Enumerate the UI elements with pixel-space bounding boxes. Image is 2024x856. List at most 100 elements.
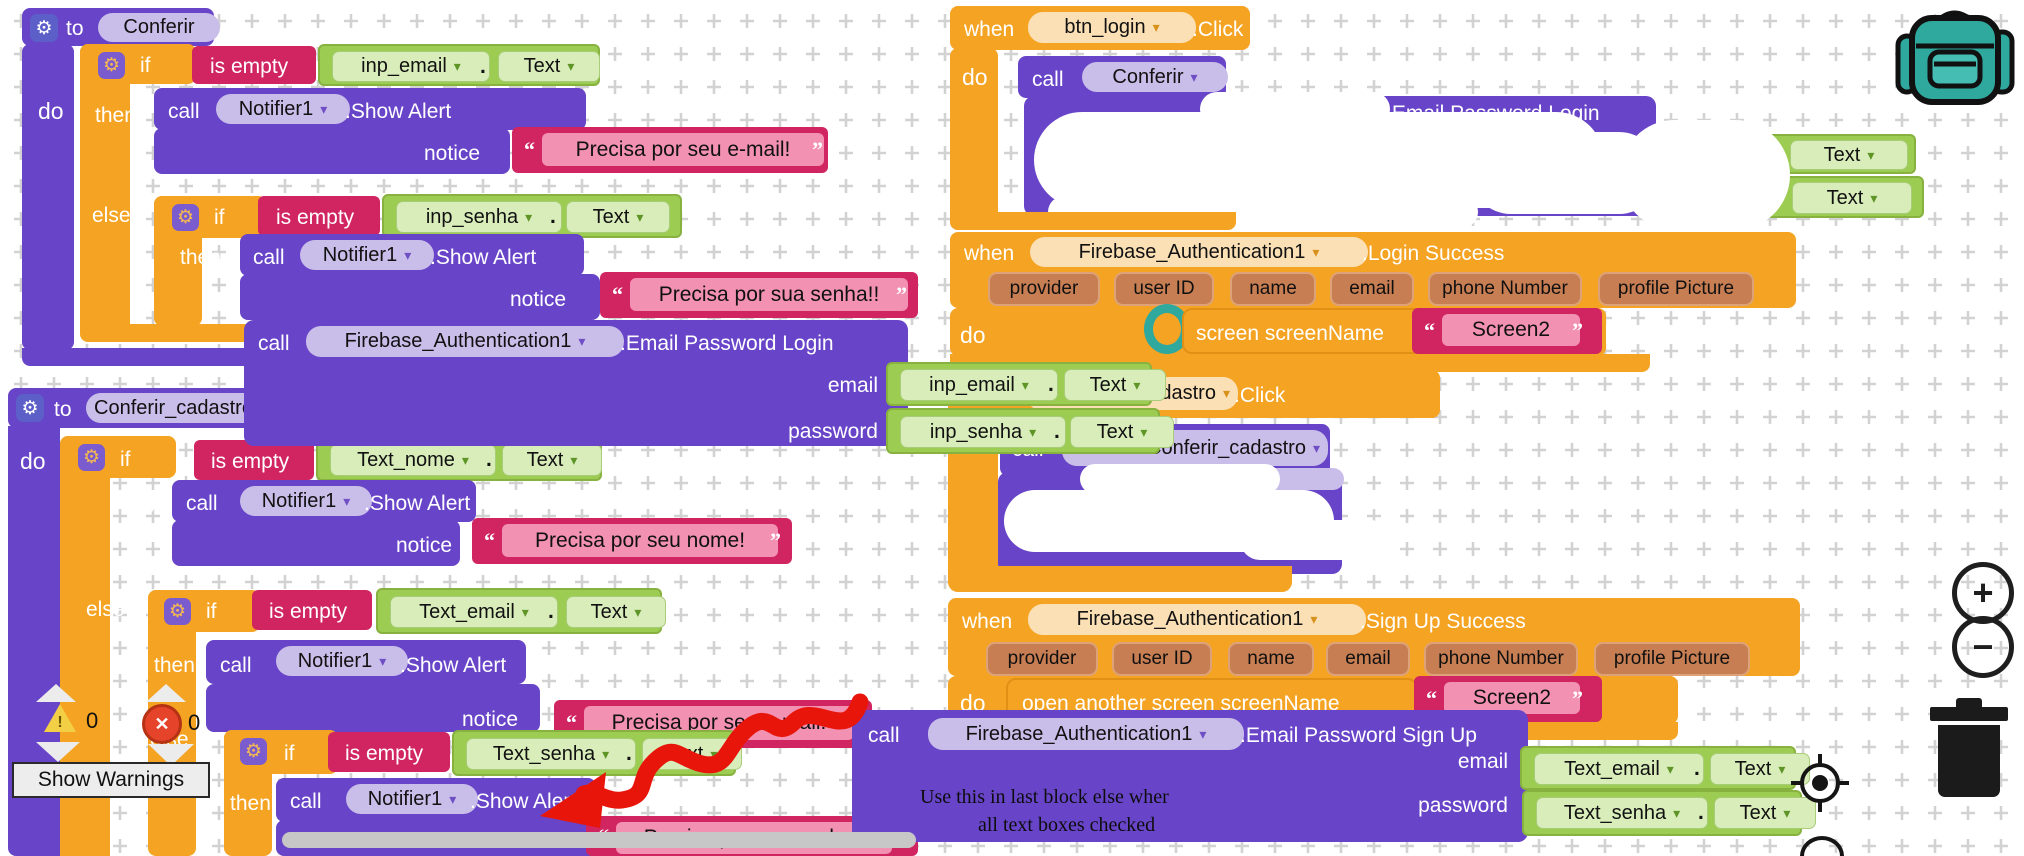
- notifier-dropdown[interactable]: Notifier1: [276, 646, 408, 676]
- firebase-dropdown[interactable]: Firebase_Authentication1: [1028, 604, 1366, 635]
- is-empty-block[interactable]: is empty: [252, 590, 372, 630]
- gear-icon[interactable]: [30, 14, 58, 42]
- string-field[interactable]: Precisa por sua senha!!: [630, 278, 908, 311]
- is-empty-block[interactable]: is empty: [192, 46, 316, 84]
- property-dropdown[interactable]: Text: [502, 444, 602, 476]
- mutator-gear-icon[interactable]: [78, 444, 105, 471]
- then-label: then: [95, 104, 136, 127]
- to-label: to: [66, 17, 84, 40]
- proc-name-field[interactable]: Conferir: [98, 13, 220, 42]
- white-scribble: [1200, 92, 1390, 126]
- component-dropdown[interactable]: Text_email: [390, 596, 558, 628]
- notifier-dropdown[interactable]: Notifier1: [300, 240, 434, 270]
- param-phone-number[interactable]: phone Number: [1428, 272, 1582, 306]
- property-dropdown[interactable]: Text: [498, 51, 600, 82]
- param-phone-number[interactable]: phone Number: [1424, 642, 1578, 676]
- then-label: then: [154, 654, 195, 677]
- dot-separator: [1698, 801, 1704, 825]
- component-dropdown[interactable]: Text_nome: [330, 444, 496, 476]
- mutator-gear-icon[interactable]: [98, 52, 125, 79]
- target-tick-right: [1839, 781, 1849, 785]
- component-dropdown[interactable]: inp_email: [900, 369, 1058, 401]
- mutator-gear-icon[interactable]: [164, 598, 191, 625]
- do-label: do: [38, 98, 64, 124]
- string-field[interactable]: Screen2: [1442, 314, 1580, 346]
- property-dropdown[interactable]: Text: [1792, 182, 1912, 214]
- trash-icon[interactable]: [1930, 707, 2008, 721]
- component-dropdown[interactable]: Text_senha: [466, 738, 636, 770]
- call-notifier-body[interactable]: [206, 684, 540, 732]
- zoom-out-button[interactable]: −: [1952, 616, 2014, 678]
- proc-conferir-spine[interactable]: [22, 44, 74, 350]
- string-field[interactable]: Precisa por seu e-mail!: [542, 133, 824, 166]
- component-dropdown[interactable]: Text_email: [1534, 753, 1704, 785]
- center-target-icon[interactable]: [1800, 763, 1840, 803]
- param-profile-picture[interactable]: profile Picture: [1598, 272, 1754, 306]
- when-label: when: [964, 242, 1015, 265]
- is-empty-label: is empty: [269, 600, 348, 623]
- zoom-in-button[interactable]: +: [1952, 562, 2014, 624]
- property-dropdown[interactable]: Text: [1064, 369, 1166, 401]
- param-email[interactable]: email: [1330, 272, 1414, 306]
- property-dropdown[interactable]: Text: [642, 738, 742, 770]
- component-dropdown[interactable]: inp_senha: [900, 416, 1066, 448]
- property-dropdown[interactable]: Text: [1790, 140, 1908, 170]
- param-profile-picture[interactable]: profile Picture: [1594, 642, 1750, 676]
- conferir-dropdown[interactable]: Conferir: [1082, 62, 1228, 92]
- close-quote: ”: [1572, 686, 1583, 711]
- notifier-dropdown[interactable]: Notifier1: [216, 94, 350, 124]
- call-notifier-body[interactable]: [172, 520, 460, 566]
- param-email[interactable]: email: [1326, 642, 1410, 676]
- firebase-dropdown[interactable]: Firebase_Authentication1: [306, 326, 624, 357]
- param-name[interactable]: name: [1230, 272, 1316, 306]
- when-btn-login-spine[interactable]: [950, 48, 998, 230]
- property-dropdown[interactable]: Text: [1714, 797, 1816, 829]
- horizontal-scrollbar[interactable]: [282, 832, 916, 848]
- gear-icon[interactable]: [16, 394, 44, 422]
- when-btn-login-bottom[interactable]: [950, 212, 1236, 230]
- is-empty-block[interactable]: is empty: [194, 440, 314, 480]
- close-quote: ”: [896, 282, 907, 307]
- call-label: call: [220, 654, 252, 677]
- component-dropdown[interactable]: inp_email: [332, 51, 490, 82]
- open-quote: “: [566, 710, 577, 735]
- trash-icon[interactable]: [1938, 725, 2000, 797]
- mutator-gear-icon[interactable]: [240, 738, 267, 765]
- param-user-id[interactable]: user ID: [1114, 272, 1214, 306]
- firebase-dropdown[interactable]: Firebase_Authentication1: [1030, 237, 1368, 267]
- call-notifier-body[interactable]: [240, 274, 600, 320]
- call-notifier-body[interactable]: [154, 128, 510, 174]
- param-provider[interactable]: provider: [988, 272, 1100, 306]
- string-field[interactable]: Screen2: [1444, 682, 1580, 714]
- warning-exclaim: !: [57, 714, 63, 731]
- show-alert-label: .Show Alert: [400, 654, 507, 677]
- if-block-spine[interactable]: [80, 44, 130, 326]
- property-dropdown[interactable]: Text: [566, 596, 666, 628]
- property-dropdown[interactable]: Text: [1070, 416, 1174, 448]
- string-field[interactable]: Precisa por seu nome!: [502, 524, 778, 557]
- notifier-dropdown[interactable]: Notifier1: [346, 784, 478, 814]
- when-label: when: [962, 610, 1013, 633]
- firebase-dropdown[interactable]: Firebase_Authentication1: [928, 718, 1244, 750]
- backpack-icon[interactable]: [1888, 2, 2020, 108]
- center-target-dot: [1812, 775, 1828, 791]
- when-btn-cadastro-bottom[interactable]: [948, 566, 1292, 592]
- when-label: when: [964, 18, 1015, 41]
- is-empty-label: is empty: [276, 206, 355, 229]
- component-dropdown[interactable]: inp_senha: [396, 201, 562, 233]
- param-user-id[interactable]: user ID: [1112, 642, 1212, 676]
- property-dropdown[interactable]: Text: [566, 201, 670, 233]
- btn-login-dropdown[interactable]: btn_login: [1028, 12, 1196, 43]
- trash-icon[interactable]: [1956, 698, 1982, 708]
- property-dropdown[interactable]: Text: [1710, 753, 1810, 785]
- if-block-header[interactable]: [154, 196, 266, 238]
- is-empty-block[interactable]: is empty: [258, 196, 380, 236]
- mutator-gear-icon[interactable]: [172, 204, 199, 231]
- param-name[interactable]: name: [1228, 642, 1314, 676]
- param-provider[interactable]: provider: [986, 642, 1098, 676]
- is-empty-block[interactable]: is empty: [328, 732, 450, 772]
- notifier-dropdown[interactable]: Notifier1: [240, 486, 372, 516]
- component-dropdown[interactable]: Text_senha: [1536, 797, 1708, 829]
- show-warnings-button[interactable]: Show Warnings: [12, 762, 210, 798]
